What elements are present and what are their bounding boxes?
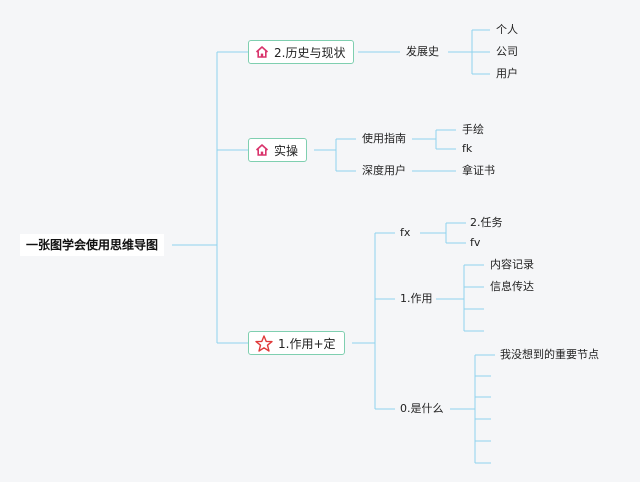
branch-history[interactable]: 2.历史与现状 — [248, 40, 355, 64]
leaf-certificate[interactable]: 拿证书 — [462, 164, 495, 177]
branch-role[interactable]: 1.作用+定 — [248, 331, 345, 355]
branch-role-label: 1.作用+定 — [278, 336, 336, 351]
node-dev-history[interactable]: 发展史 — [406, 45, 439, 58]
node-guide[interactable]: 使用指南 — [362, 132, 406, 145]
root-label: 一张图学会使用思维导图 — [26, 238, 159, 252]
leaf-fk[interactable]: fk — [462, 142, 473, 155]
leaf-user[interactable]: 用户 — [496, 67, 518, 80]
node-deep-user[interactable]: 深度用户 — [362, 164, 406, 177]
node-fx[interactable]: fx — [400, 226, 411, 239]
leaf-fv[interactable]: fv — [470, 236, 481, 249]
leaf-content-record[interactable]: 内容记录 — [490, 258, 534, 271]
node-role1[interactable]: 1.作用 — [400, 292, 433, 305]
star-icon — [255, 334, 273, 352]
leaf-info-convey[interactable]: 信息传达 — [490, 280, 534, 293]
branch-practice[interactable]: 实操 — [248, 138, 308, 162]
branch-history-label: 2.历史与现状 — [274, 45, 346, 60]
house-icon — [255, 144, 269, 156]
node-what-is[interactable]: 0.是什么 — [400, 402, 444, 415]
house-icon — [255, 46, 269, 58]
branch-practice-label: 实操 — [274, 143, 299, 158]
leaf-hand-drawn[interactable]: 手绘 — [462, 123, 484, 136]
root-node[interactable]: 一张图学会使用思维导图 — [20, 234, 165, 256]
leaf-task[interactable]: 2.任务 — [470, 216, 503, 229]
leaf-personal[interactable]: 个人 — [496, 23, 518, 36]
leaf-company[interactable]: 公司 — [496, 45, 518, 58]
leaf-key-node[interactable]: 我没想到的重要节点 — [500, 348, 599, 361]
